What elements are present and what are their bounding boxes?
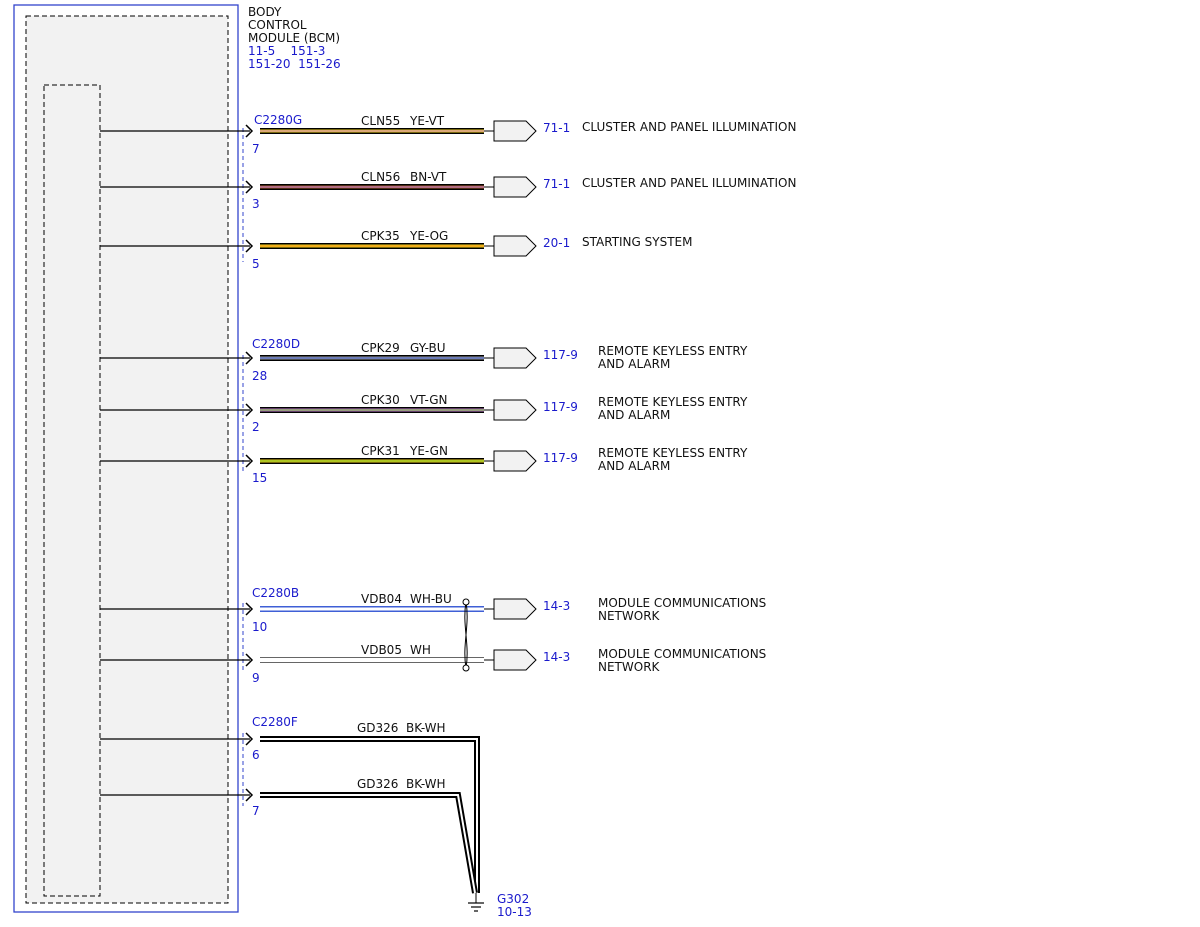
- destination-label: REMOTE KEYLESS ENTRY: [598, 395, 748, 409]
- ground-name: G302: [497, 892, 529, 906]
- module-ref-line: 11-5 151-3: [248, 44, 325, 58]
- page-ref: 117-9: [543, 348, 578, 362]
- page-ref: 117-9: [543, 400, 578, 414]
- wire-gd326-pin7: [100, 788, 478, 894]
- module-title-line: BODY: [248, 5, 282, 19]
- wire-cpk31: [100, 450, 537, 472]
- destination-label: AND ALARM: [598, 459, 670, 473]
- circuit-id: GD326: [357, 721, 398, 735]
- wire-vdb05: [100, 649, 537, 671]
- wire-color: YE-OG: [409, 229, 448, 243]
- page-ref: 117-9: [543, 451, 578, 465]
- module-ref-line: 151-20 151-26: [248, 57, 341, 71]
- page-ref: 71-1: [543, 121, 570, 135]
- circuit-id: CPK30: [361, 393, 400, 407]
- pin-number: 15: [252, 471, 267, 485]
- wire-color: WH: [410, 643, 431, 657]
- destination-label: NETWORK: [598, 609, 661, 623]
- page-ref: 71-1: [543, 177, 570, 191]
- twisted-pair-symbol: [462, 598, 470, 672]
- destination-label: CLUSTER AND PANEL ILLUMINATION: [582, 176, 796, 190]
- circuit-id: VDB04: [361, 592, 402, 606]
- pin-number: 9: [252, 671, 260, 685]
- pin-number: 7: [252, 804, 260, 818]
- circuit-id: CLN56: [361, 170, 400, 184]
- ground-icon: [468, 893, 484, 912]
- wire-cln55: [100, 120, 537, 142]
- circuit-id: VDB05: [361, 643, 402, 657]
- pin-number: 28: [252, 369, 267, 383]
- destination-label: REMOTE KEYLESS ENTRY: [598, 344, 748, 358]
- wire-color: WH-BU: [410, 592, 452, 606]
- wire-color: YE-VT: [409, 114, 445, 128]
- destination-label: REMOTE KEYLESS ENTRY: [598, 446, 748, 460]
- connector-name: C2280G: [254, 113, 302, 127]
- page-ref: 14-3: [543, 599, 570, 613]
- connector-name: C2280B: [252, 586, 299, 600]
- circuit-id: CPK35: [361, 229, 400, 243]
- wire-color: BK-WH: [406, 721, 446, 735]
- pin-number: 3: [252, 197, 260, 211]
- destination-label: NETWORK: [598, 660, 661, 674]
- destination-label: AND ALARM: [598, 408, 670, 422]
- destination-label: MODULE COMMUNICATIONS: [598, 596, 766, 610]
- page-ref: 20-1: [543, 236, 570, 250]
- bcm-internal-circuit: [43, 84, 101, 897]
- destination-label: CLUSTER AND PANEL ILLUMINATION: [582, 120, 796, 134]
- pin-number: 10: [252, 620, 267, 634]
- wire-cpk35: [100, 235, 537, 257]
- pin-number: 5: [252, 257, 260, 271]
- wire-color: GY-BU: [410, 341, 446, 355]
- page-ref: 14-3: [543, 650, 570, 664]
- pin-number: 6: [252, 748, 260, 762]
- module-title-line: MODULE (BCM): [248, 31, 340, 45]
- wire-color: YE-GN: [409, 444, 448, 458]
- wire-cpk30: [100, 399, 537, 421]
- wire-gd326-pin6: [100, 732, 480, 893]
- destination-label: MODULE COMMUNICATIONS: [598, 647, 766, 661]
- wire-color: VT-GN: [410, 393, 447, 407]
- pin-number: 2: [252, 420, 260, 434]
- pin-number: 7: [252, 142, 260, 156]
- wire-cln56: [100, 176, 537, 198]
- circuit-id: CLN55: [361, 114, 400, 128]
- destination-label: AND ALARM: [598, 357, 670, 371]
- ground-ref: 10-13: [497, 905, 532, 919]
- wire-color: BK-WH: [406, 777, 446, 791]
- wire-cpk29: [100, 347, 537, 369]
- wire-color: BN-VT: [410, 170, 447, 184]
- connector-name: C2280D: [252, 337, 300, 351]
- circuit-id: GD326: [357, 777, 398, 791]
- connector-name: C2280F: [252, 715, 298, 729]
- destination-label: STARTING SYSTEM: [582, 235, 692, 249]
- circuit-id: CPK29: [361, 341, 400, 355]
- wire-vdb04: [100, 598, 537, 620]
- circuit-id: CPK31: [361, 444, 400, 458]
- module-title-line: CONTROL: [248, 18, 307, 32]
